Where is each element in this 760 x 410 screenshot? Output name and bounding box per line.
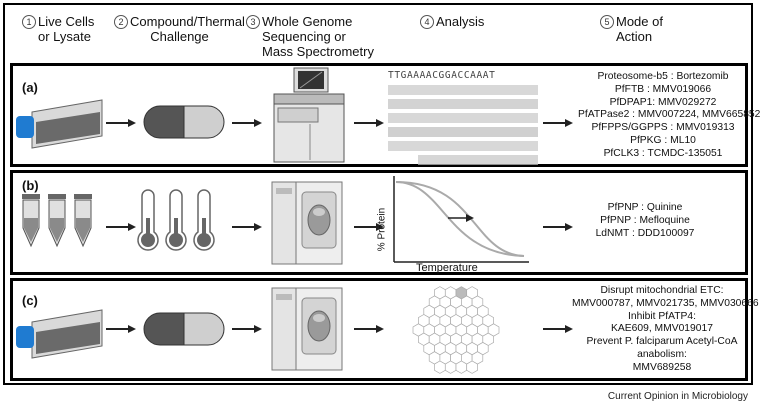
hexagon-grid-icon — [412, 286, 500, 374]
arrow-icon — [543, 325, 573, 333]
moa-item: KAE609, MMV019017 — [611, 323, 713, 335]
arrow-icon — [106, 119, 136, 127]
hexagon-cell — [444, 360, 457, 374]
arrow-icon — [232, 223, 262, 231]
figure-frame — [3, 3, 753, 385]
moa-item: MMV000787, MMV021735, MMV030666 — [572, 297, 759, 309]
curve-treated — [395, 181, 525, 257]
row-a-label: (a) — [22, 80, 38, 95]
moa-item: Prevent P. falciparum Acetyl-CoA — [586, 336, 738, 348]
arrow-icon — [354, 325, 384, 333]
shift-arrow-icon — [466, 214, 474, 222]
row-a-mode-of-action: Proteosome-b5 : Bortezomib PfFTB : MMV01… — [578, 71, 760, 161]
moa-item: PfDPAP1: MMV029272 — [609, 96, 717, 108]
arrow-icon — [232, 119, 262, 127]
melting-curve-plot — [393, 176, 529, 263]
curve-untreated — [395, 181, 525, 257]
moa-item: PfPNP : Mefloquine — [600, 214, 690, 226]
moa-item: PfCLK3 : TCMDC-135051 — [603, 147, 723, 159]
row-b-label: (b) — [22, 178, 39, 193]
cell-culture-flask-icon — [16, 309, 103, 359]
step-number: 2 — [114, 15, 129, 29]
mass-spectrometer-icon — [271, 181, 343, 265]
row-c-box — [10, 278, 748, 381]
row-b-mode-of-action: PfPNP : Quinine PfPNP : Mefloquine LdNMT… — [590, 202, 700, 240]
arrow-icon — [354, 223, 384, 231]
step-number: 5 — [600, 15, 614, 29]
sequence-alignment-image: TTGAAAACGGACCAAAT — [388, 70, 538, 165]
row-c-label: (c) — [22, 293, 38, 308]
step-number: 4 — [420, 15, 434, 29]
moa-item: PfPKG : ML10 — [630, 134, 696, 146]
moa-item: Inhibit PfATP4: — [628, 310, 696, 322]
moa-item: Proteosome-b5 : Bortezomib — [597, 71, 729, 82]
hexagon-cell — [466, 360, 478, 374]
microtubes-icon — [22, 194, 92, 248]
moa-item: anabolism: — [637, 348, 687, 360]
moa-item: Disrupt mitochondrial ETC: — [600, 285, 724, 296]
plot-x-label: Temperature — [416, 262, 478, 274]
moa-item: LdNMT : DDD100097 — [595, 227, 695, 239]
moa-item: MMV689258 — [632, 361, 692, 373]
arrow-icon — [543, 223, 573, 231]
moa-item: PfATPase2 : MMV007224, MMV665852 — [578, 109, 760, 121]
row-c-mode-of-action: Disrupt mitochondrial ETC: MMV000787, MM… — [572, 285, 759, 375]
thermometers-icon — [137, 189, 215, 251]
arrow-icon — [354, 119, 384, 127]
moa-item: PfFPPS/GGPPS : MMV019313 — [591, 122, 735, 134]
capsule-icon — [143, 312, 225, 346]
step-number: 1 — [22, 15, 36, 29]
sequence-text: TTGAAAACGGACCAAAT — [388, 70, 496, 81]
moa-item: PfPNP : Quinine — [607, 202, 683, 213]
capsule-icon — [143, 105, 225, 139]
cell-culture-flask-icon — [16, 99, 103, 149]
hexagon-cell — [455, 360, 468, 374]
arrow-icon — [106, 325, 136, 333]
hexagon-cell — [434, 360, 446, 374]
row-b-box — [10, 170, 748, 275]
arrow-icon — [106, 223, 136, 231]
arrow-icon — [232, 325, 262, 333]
arrow-icon — [543, 119, 573, 127]
mass-spectrometer-icon — [271, 287, 343, 371]
step-number: 3 — [246, 15, 260, 29]
sequencer-machine-icon — [273, 67, 345, 163]
journal-footer: Current Opinion in Microbiology — [607, 391, 748, 402]
moa-item: PfFTB : MMV019066 — [614, 83, 712, 95]
plot-y-label: % Protein — [376, 207, 388, 252]
row-a-box — [10, 63, 748, 167]
